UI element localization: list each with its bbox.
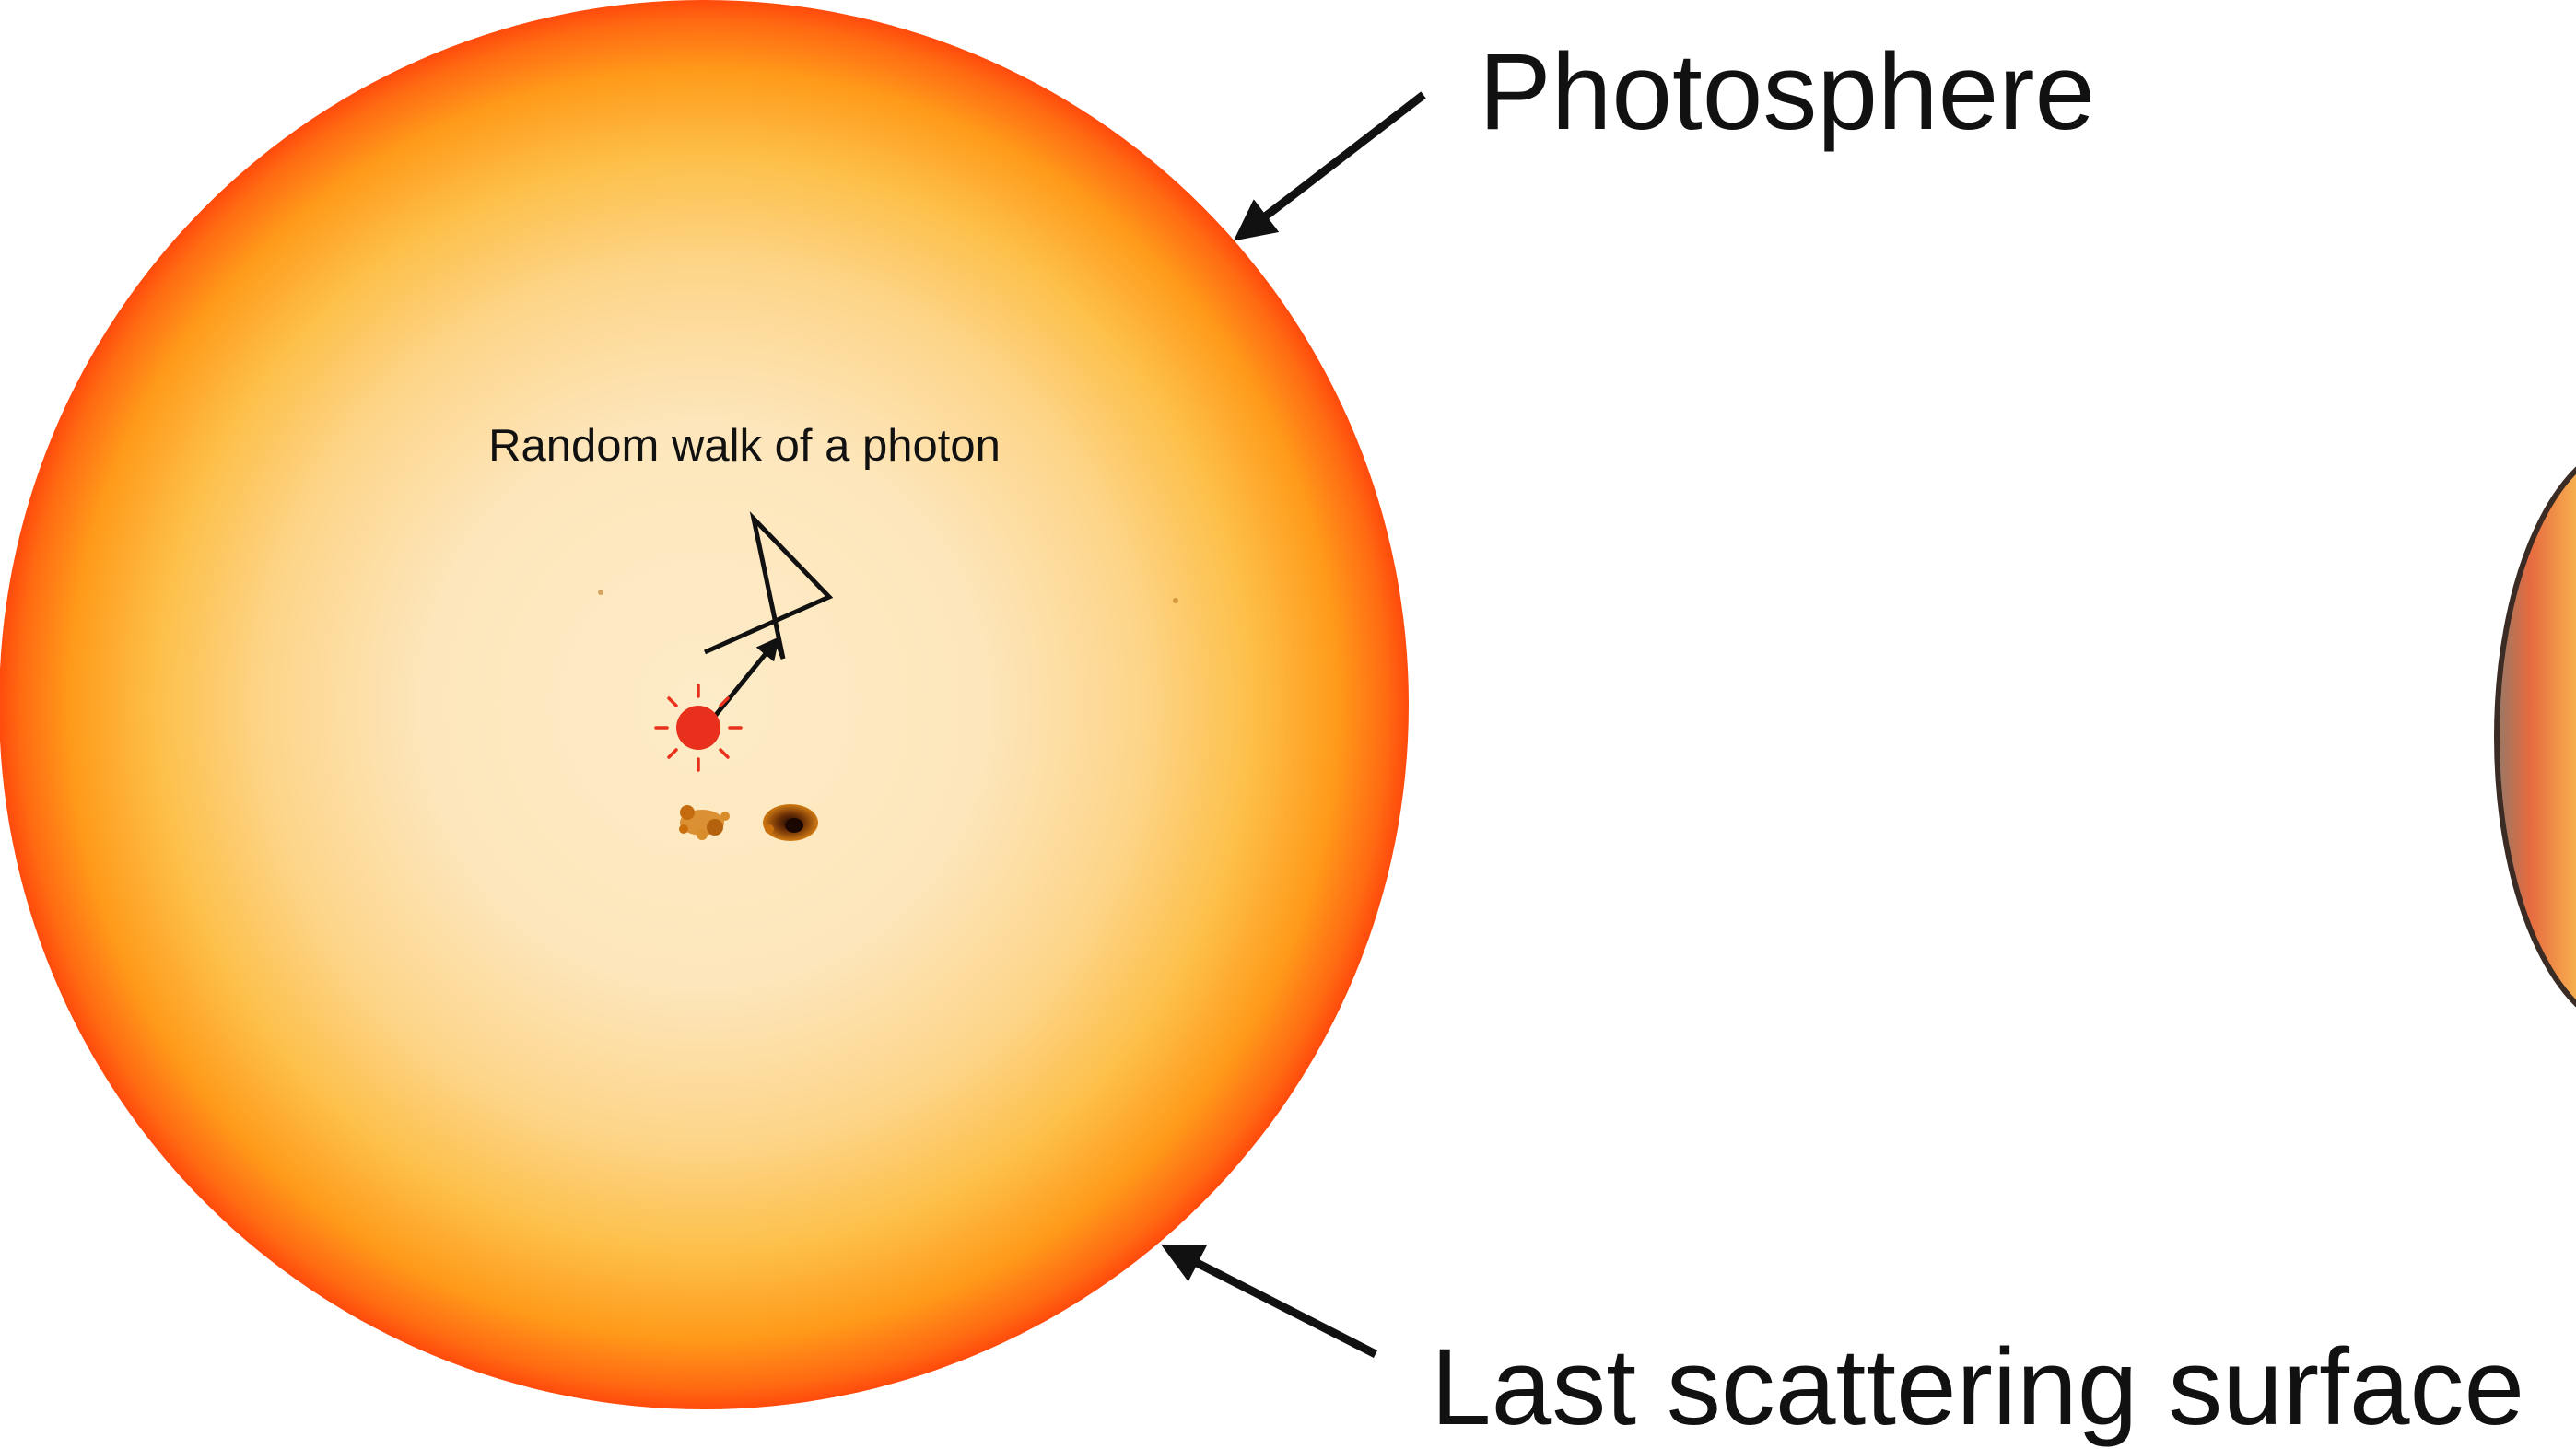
last-scattering-surface-label: Last scattering surface	[1431, 1326, 2524, 1448]
cmb-sphere-icon	[2494, 466, 2576, 1008]
sun-disk-icon	[0, 0, 1409, 1409]
last-scattering-arrow	[1160, 1244, 1378, 1359]
random-walk-label: Random walk of a photon	[488, 421, 1001, 471]
photon-random-walk-zigzag	[703, 511, 834, 660]
sunspot-speck-icon	[598, 590, 1178, 603]
photon-source-icon	[654, 684, 743, 772]
photosphere-label: Photosphere	[1479, 31, 2095, 153]
sunspot-icon	[679, 804, 818, 841]
photosphere-arrow	[1233, 91, 1426, 241]
